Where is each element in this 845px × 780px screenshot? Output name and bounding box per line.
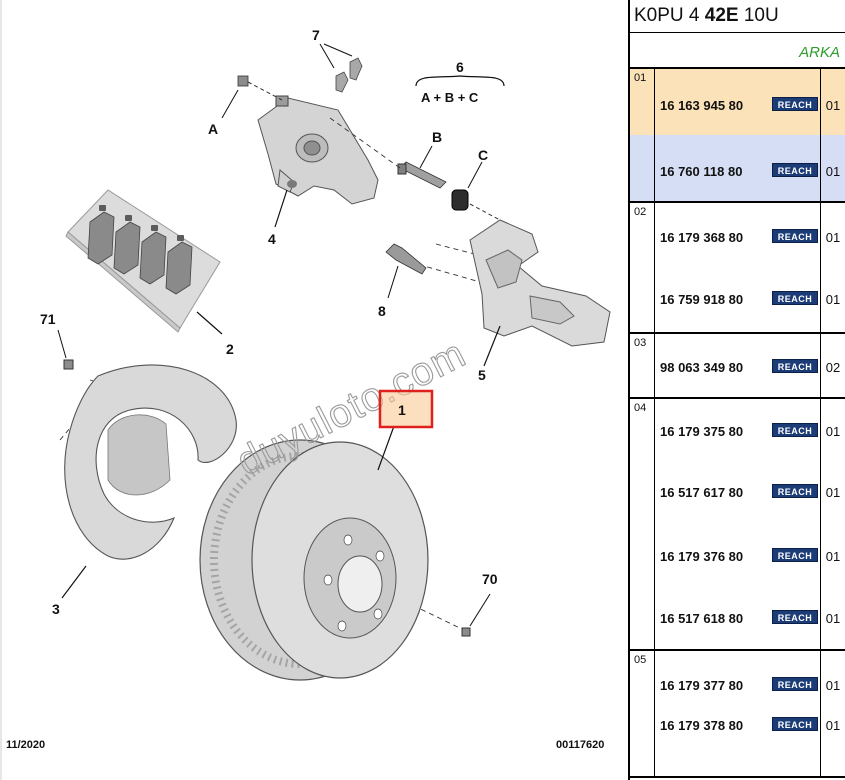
selected-part-highlight <box>378 389 434 429</box>
reach-badge: REACH <box>772 548 818 562</box>
part-number[interactable]: 16 179 377 80 <box>660 678 744 693</box>
callout-3[interactable]: 3 <box>52 601 60 617</box>
part-number[interactable]: 16 163 945 80 <box>660 98 744 113</box>
callout-b[interactable]: B <box>432 129 442 145</box>
part-quantity: 01 <box>825 292 841 307</box>
callout-4[interactable]: 4 <box>268 231 276 247</box>
reach-badge: REACH <box>772 677 818 691</box>
bushing-c[interactable] <box>451 161 501 221</box>
part-row[interactable]: 98 063 349 80 REACH 02 <box>655 357 845 379</box>
guide-pin-b[interactable] <box>397 145 447 189</box>
part-row[interactable]: 16 179 368 80 REACH 01 <box>655 227 845 249</box>
part-quantity: 01 <box>825 98 841 113</box>
bracket-bolt[interactable] <box>385 243 427 299</box>
reach-badge: REACH <box>772 97 818 111</box>
dust-shield[interactable] <box>61 364 237 599</box>
callout-7[interactable]: 7 <box>312 27 320 43</box>
bleed-screw[interactable] <box>319 43 363 93</box>
part-group-04[interactable]: 04 16 179 375 80 REACH 01 16 517 617 80 … <box>630 399 845 651</box>
part-row[interactable]: 16 179 377 80 REACH 01 <box>655 675 845 697</box>
part-quantity: 02 <box>825 360 841 375</box>
qty-column <box>820 399 845 649</box>
part-quantity: 01 <box>825 611 841 626</box>
callout-70[interactable]: 70 <box>482 571 498 587</box>
callout-2[interactable]: 2 <box>226 341 234 357</box>
part-number[interactable]: 16 179 375 80 <box>660 424 744 439</box>
part-number[interactable]: 16 517 618 80 <box>660 611 744 626</box>
part-row[interactable]: 16 179 375 80 REACH 01 <box>655 421 845 443</box>
caliper-bracket[interactable] <box>469 219 611 367</box>
reach-badge: REACH <box>772 423 818 437</box>
reach-badge: REACH <box>772 229 818 243</box>
callout-5[interactable]: 5 <box>478 367 486 383</box>
part-number[interactable]: 16 517 617 80 <box>660 485 744 500</box>
part-number[interactable]: 16 179 376 80 <box>660 549 744 564</box>
brake-disc[interactable] <box>199 425 429 681</box>
part-row[interactable]: 16 517 618 80 REACH 01 <box>655 608 845 630</box>
side-label: ARKA <box>630 33 845 69</box>
brake-pad-set[interactable] <box>65 189 223 335</box>
vehicle-code-prefix: K0PU 4 <box>634 5 705 26</box>
exploded-parts-diagram: duyuloto.com 7 6 A + B + C A B C 4 2 8 7… <box>0 0 611 780</box>
diagram-canvas: duyuloto.com 7 6 A + B + C A B C 4 2 8 7… <box>0 0 611 780</box>
diagram-reference: 00117620 <box>556 739 604 751</box>
callout-8[interactable]: 8 <box>378 303 386 319</box>
callout-c[interactable]: C <box>478 147 488 163</box>
part-row[interactable]: 16 179 378 80 REACH 01 <box>655 715 845 737</box>
group-number: 04 <box>630 399 655 649</box>
part-row[interactable]: 16 760 118 80 REACH 01 <box>655 161 845 183</box>
part-row[interactable]: 16 759 918 80 REACH 01 <box>655 289 845 311</box>
part-quantity: 01 <box>825 230 841 245</box>
part-group-05[interactable]: 05 16 179 377 80 REACH 01 16 179 378 80 … <box>630 651 845 778</box>
guide-bolt-a[interactable] <box>221 75 283 119</box>
callout-71[interactable]: 71 <box>40 311 56 327</box>
part-quantity: 01 <box>825 485 841 500</box>
qty-column <box>820 334 845 397</box>
reach-badge: REACH <box>772 484 818 498</box>
diagram-date: 11/2020 <box>6 739 45 751</box>
part-quantity: 01 <box>825 424 841 439</box>
group-number: 02 <box>630 203 655 332</box>
part-group-01[interactable]: 01 16 163 945 80 REACH 01 16 760 118 80 … <box>630 69 845 203</box>
reach-badge: REACH <box>772 717 818 731</box>
callout-6-formula: A + B + C <box>421 90 479 105</box>
group-brace <box>415 75 505 87</box>
group-number: 01 <box>630 69 655 201</box>
group-number: 03 <box>630 334 655 397</box>
part-number[interactable]: 98 063 349 80 <box>660 360 744 375</box>
brake-caliper[interactable] <box>257 95 379 228</box>
reach-badge: REACH <box>772 291 818 305</box>
part-row[interactable]: 16 163 945 80 REACH 01 <box>655 95 845 117</box>
qty-column <box>820 69 845 201</box>
vehicle-code-suffix: 10U <box>738 5 779 26</box>
callout-1[interactable]: 1 <box>398 402 406 418</box>
group-number: 05 <box>630 651 655 776</box>
part-group-02[interactable]: 02 16 179 368 80 REACH 01 16 759 918 80 … <box>630 203 845 334</box>
callout-6[interactable]: 6 <box>456 59 464 75</box>
part-quantity: 01 <box>825 164 841 179</box>
qty-column <box>820 651 845 776</box>
part-quantity: 01 <box>825 678 841 693</box>
part-group-03[interactable]: 03 98 063 349 80 REACH 02 <box>630 334 845 399</box>
part-number[interactable]: 16 179 368 80 <box>660 230 744 245</box>
part-quantity: 01 <box>825 549 841 564</box>
disc-screw[interactable] <box>461 593 491 637</box>
reach-badge: REACH <box>772 610 818 624</box>
reach-badge: REACH <box>772 359 818 373</box>
callout-a[interactable]: A <box>208 121 218 137</box>
part-number[interactable]: 16 759 918 80 <box>660 292 744 307</box>
vehicle-code-engine: 42E <box>704 5 739 26</box>
parts-list-panel: K0PU 4 42E 10U ARKA 01 16 163 945 80 REA… <box>628 0 845 780</box>
reach-badge: REACH <box>772 163 818 177</box>
vehicle-code-header: K0PU 4 42E 10U <box>630 0 845 33</box>
shield-screw[interactable] <box>57 329 74 370</box>
part-row[interactable]: 16 179 376 80 REACH 01 <box>655 546 845 568</box>
part-number[interactable]: 16 179 378 80 <box>660 718 744 733</box>
qty-column <box>820 203 845 332</box>
part-row[interactable]: 16 517 617 80 REACH 01 <box>655 482 845 504</box>
part-number[interactable]: 16 760 118 80 <box>660 164 743 179</box>
part-quantity: 01 <box>825 718 841 733</box>
